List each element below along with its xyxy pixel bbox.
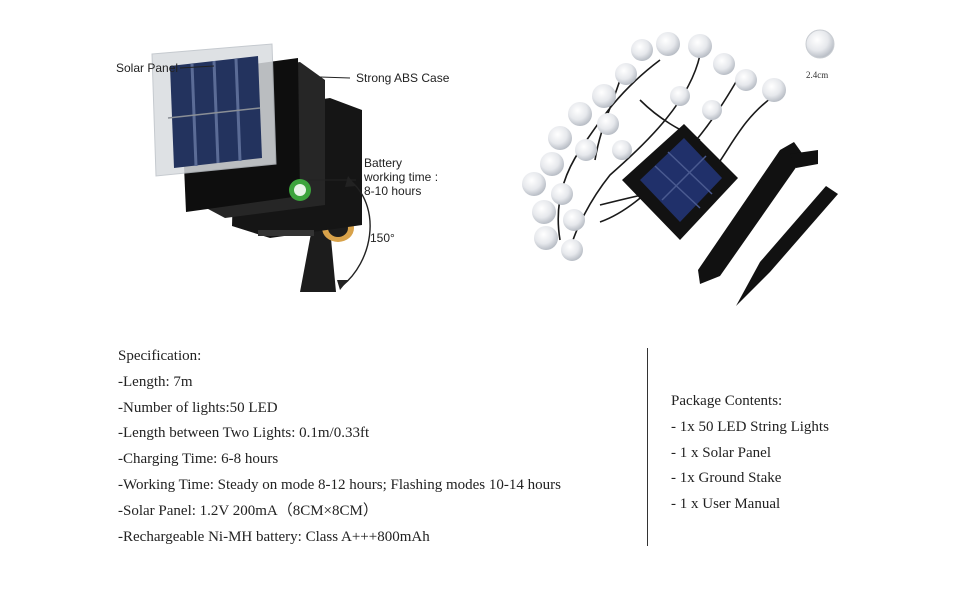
spec-length: -Length: 7m [118,373,193,390]
section-divider [647,348,648,546]
package-item-solar-panel: - 1 x Solar Panel [671,444,771,461]
label-bulb-size: 2.4cm [806,70,828,80]
label-battery-line2: working time : [363,170,438,184]
label-angle: 150° [370,231,395,245]
spec-number-of-lights: -Number of lights:50 LED [118,399,278,416]
label-solar-panel: Solar Panel [116,61,178,75]
label-battery-line1: Battery [364,156,402,170]
spec-solar-panel: -Solar Panel: 1.2V 200mA（8CM×8CM） [118,502,378,519]
spec-length-between-lights: -Length between Two Lights: 0.1m/0.33ft [118,425,370,442]
package-heading: Package Contents: [671,393,783,409]
package-item-string-lights: - 1x 50 LED String Lights [671,418,829,435]
package-contents-section: Package Contents: - 1x 50 LED String Lig… [671,389,829,518]
label-battery-line3: 8-10 hours [364,184,421,198]
string-lights-illustration [522,29,838,306]
label-abs-case: Strong ABS Case [356,71,450,85]
spec-working-time: -Working Time: Steady on mode 8-12 hours… [118,476,561,493]
package-item-user-manual: - 1 x User Manual [671,496,781,513]
product-diagram: Solar Panel Strong ABS Case Battery work… [116,29,838,306]
specification-heading: Specification: [118,348,202,364]
specification-section: Specification: -Length: 7m -Number of li… [118,344,561,550]
solar-box-illustration [151,43,371,292]
package-item-ground-stake: - 1x Ground Stake [671,470,782,487]
spec-battery: -Rechargeable Ni-MH battery: Class A+++8… [118,528,430,545]
spec-charging-time: -Charging Time: 6-8 hours [118,451,279,468]
